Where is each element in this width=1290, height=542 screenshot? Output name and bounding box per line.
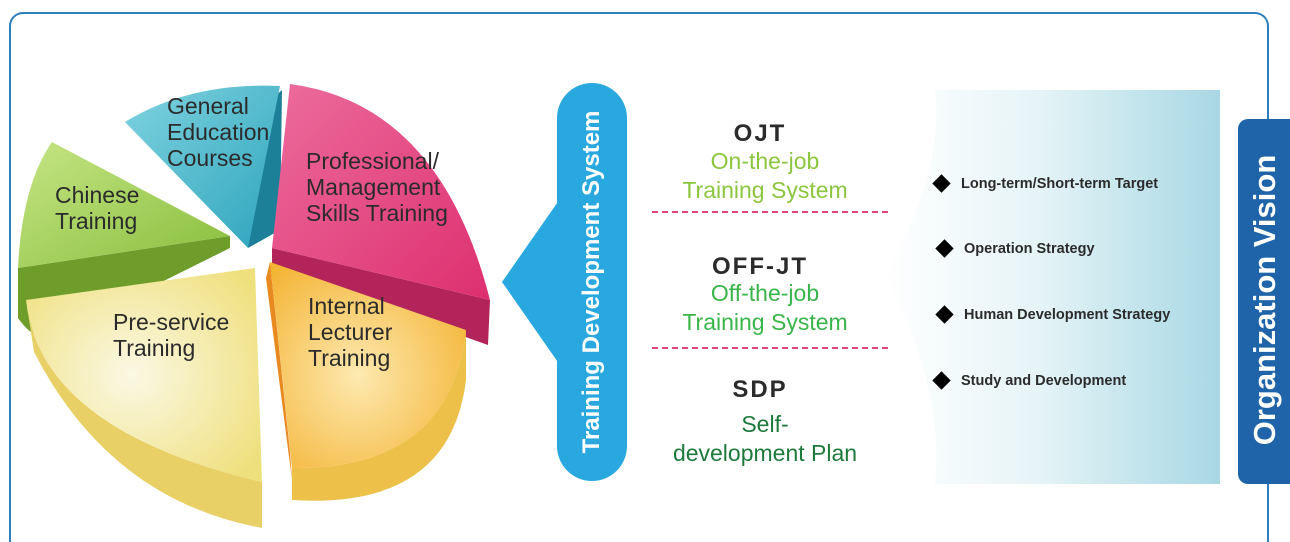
- vision-panel: [885, 90, 1220, 484]
- pie-segment-general-education: [125, 85, 282, 248]
- pie-segment-pre-service: [26, 268, 262, 528]
- vision-item: Operation Strategy: [935, 238, 1095, 258]
- diamond-bullet-icon: [932, 370, 951, 390]
- training-pie: [18, 84, 490, 528]
- vision-item: Long-term/Short-term Target: [932, 173, 1158, 193]
- organization-vision-bar: [1238, 119, 1290, 484]
- vision-item: Human Development Strategy: [935, 304, 1170, 324]
- program-code-off-jt: OFF-JT: [712, 253, 808, 280]
- organization-vision-title: Organization Vision: [1247, 154, 1282, 446]
- training-development-system-title: Training Development System: [578, 110, 605, 454]
- dashed-divider: [652, 347, 888, 349]
- vision-item: Study and Development: [932, 370, 1126, 390]
- program-code-ojt: OJT: [733, 120, 787, 147]
- left-pointer-arrow: [502, 196, 562, 368]
- pie-segment-internal-lecturer: [266, 262, 466, 501]
- program-code-sdp: SDP: [732, 376, 788, 403]
- diamond-bullet-icon: [932, 173, 951, 193]
- dashed-divider: [652, 211, 888, 213]
- diamond-bullet-icon: [935, 238, 954, 258]
- training-development-system-bar: [557, 83, 627, 481]
- diamond-bullet-icon: [935, 304, 954, 324]
- program-desc-sdp: Self-development Plan: [672, 411, 858, 466]
